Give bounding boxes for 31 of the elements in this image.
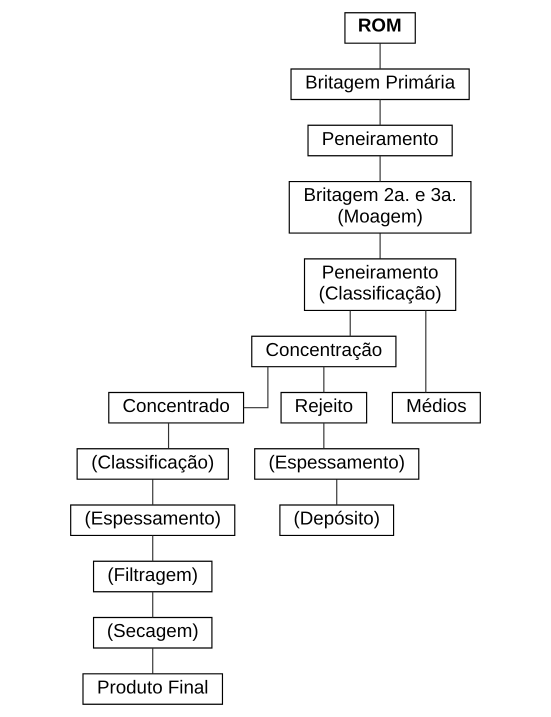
connector	[425, 310, 426, 392]
connector	[152, 536, 154, 562]
node-box: (Espessamento)	[254, 448, 420, 480]
node-box: (Depósito)	[279, 504, 394, 536]
connector	[380, 156, 381, 182]
node-box: ROM	[344, 12, 416, 44]
connector	[380, 234, 381, 258]
connector	[323, 423, 324, 449]
node-box: Concentrado	[108, 392, 244, 424]
connector	[152, 479, 154, 505]
node-box: Peneiramento	[307, 124, 453, 156]
node-box: (Espessamento)	[70, 504, 236, 536]
node-box: Rejeito	[280, 392, 368, 424]
connector	[350, 310, 351, 336]
connector	[152, 648, 154, 674]
connector	[336, 479, 338, 505]
node-box: (Secagem)	[92, 616, 212, 649]
node-box: Peneiramento (Classificação)	[304, 258, 456, 312]
connector	[152, 592, 154, 618]
node-box: Concentração	[251, 336, 396, 368]
connector	[168, 423, 170, 449]
node-box: (Filtragem)	[92, 560, 212, 592]
node-box: Britagem 2a. e 3a. (Moagem)	[288, 180, 472, 234]
connector	[323, 366, 324, 392]
connector	[380, 100, 381, 126]
connector	[244, 366, 268, 408]
node-box: Médios	[392, 392, 481, 424]
node-box: Produto Final	[82, 673, 224, 705]
node-box: (Classificação)	[76, 448, 229, 480]
connector	[380, 43, 381, 69]
node-box: Britagem Primária	[290, 68, 470, 100]
